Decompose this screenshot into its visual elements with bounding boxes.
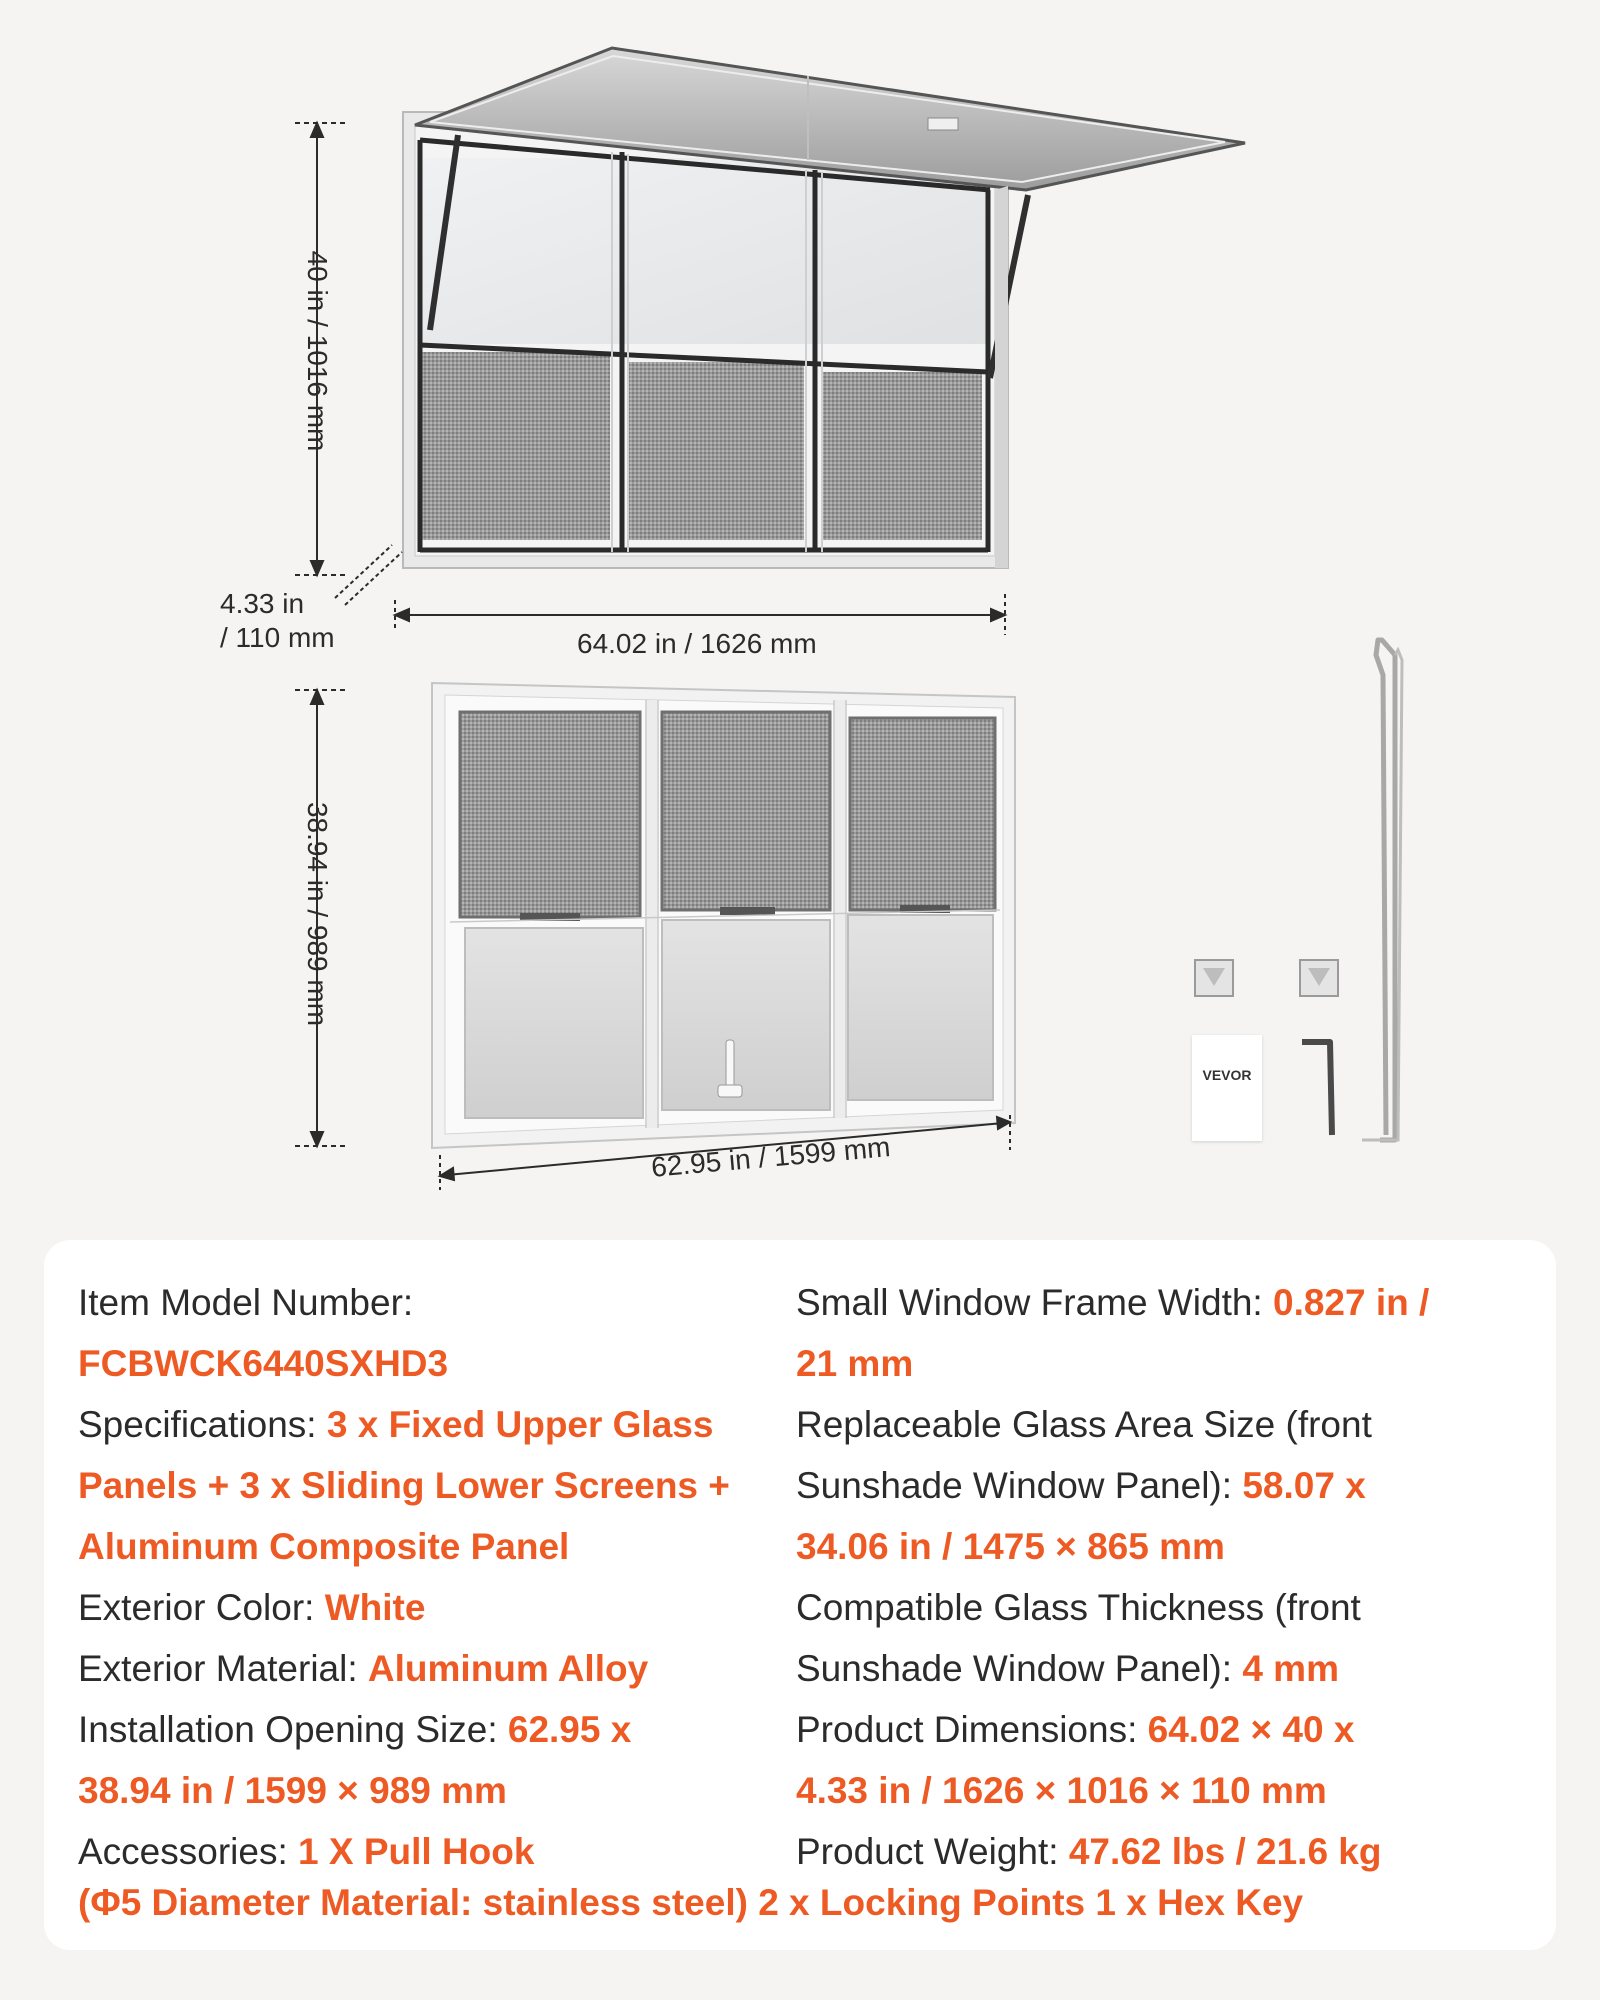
glass-thickness-label-2: Sunshade Window Panel): (796, 1648, 1233, 1689)
bottom-height-label: 38.94 in / 989 mm (302, 801, 333, 1027)
product-dims-value-1: 64.02 × 40 x (1147, 1709, 1355, 1750)
exterior-material-label: Exterior Material: (78, 1648, 358, 1689)
product-dims-row-2: 4.33 in / 1626 × 1016 × 110 mm (796, 1760, 1516, 1821)
top-height-label: 40 in / 1016 mm (302, 250, 333, 452)
top-depth-label-line1: 4.33 in (220, 588, 305, 619)
product-dims-value-2: 4.33 in / 1626 × 1016 × 110 mm (796, 1770, 1327, 1811)
specifications-value-3: Aluminum Composite Panel (78, 1526, 570, 1567)
exterior-color-row: Exterior Color: White (78, 1577, 778, 1638)
accessories-value-2: (Φ5 Diameter Material: stainless steel) … (78, 1882, 1304, 1923)
glass-thickness-label-1: Compatible Glass Thickness (front (796, 1587, 1361, 1628)
frame-width-value-1: 0.827 in / (1273, 1282, 1430, 1323)
accessories-label: Accessories: (78, 1831, 288, 1872)
exterior-material-value: Aluminum Alloy (367, 1648, 649, 1689)
specifications-row-2: Panels + 3 x Sliding Lower Screens + (78, 1455, 778, 1516)
frame-width-value-2: 21 mm (796, 1343, 914, 1384)
top-width-label: 64.02 in / 1626 mm (577, 628, 817, 659)
product-weight-label: Product Weight: (796, 1831, 1059, 1872)
bottom-dimension-lines (295, 687, 1013, 1190)
glass-area-row-2: Sunshade Window Panel): 58.07 x (796, 1455, 1516, 1516)
glass-area-label-2: Sunshade Window Panel): (796, 1465, 1233, 1506)
specifications-value-1: 3 x Fixed Upper Glass (326, 1404, 714, 1445)
front-window-drawing (431, 681, 1016, 1150)
product-weight-row: Product Weight: 47.62 lbs / 21.6 kg (796, 1821, 1516, 1882)
product-dims-row: Product Dimensions: 64.02 × 40 x (796, 1699, 1516, 1760)
item-model-value: FCBWCK6440SXHD3 (78, 1343, 449, 1384)
spec-column-left: Item Model Number: FCBWCK6440SXHD3 Speci… (78, 1272, 778, 1882)
exterior-material-row: Exterior Material: Aluminum Alloy (78, 1638, 778, 1699)
opening-size-row-2: 38.94 in / 1599 × 989 mm (78, 1760, 778, 1821)
product-illustration: 40 in / 1016 mm 4.33 in / 110 mm 64.02 i… (220, 46, 1404, 1190)
frame-width-row-2: 21 mm (796, 1333, 1516, 1394)
frame-width-row: Small Window Frame Width: 0.827 in / (796, 1272, 1516, 1333)
item-model-value-row: FCBWCK6440SXHD3 (78, 1333, 778, 1394)
glass-area-row: Replaceable Glass Area Size (front (796, 1394, 1516, 1455)
exterior-color-label: Exterior Color: (78, 1587, 315, 1628)
manual-card: VEVOR (1192, 1035, 1262, 1141)
item-model-row: Item Model Number: (78, 1272, 778, 1333)
accessories-drawing (1194, 637, 1404, 1143)
glass-thickness-row-2: Sunshade Window Panel): 4 mm (796, 1638, 1516, 1699)
opening-size-label: Installation Opening Size: (78, 1709, 498, 1750)
window-drawings (295, 46, 1404, 1190)
glass-area-label-1: Replaceable Glass Area Size (front (796, 1404, 1372, 1445)
glass-thickness-row: Compatible Glass Thickness (front (796, 1577, 1516, 1638)
top-dimension-lines (295, 120, 1008, 635)
item-model-label: Item Model Number: (78, 1282, 414, 1323)
specifications-label: Specifications: (78, 1404, 317, 1445)
glass-thickness-value: 4 mm (1242, 1648, 1339, 1689)
opening-size-value-1: 62.95 x (507, 1709, 632, 1750)
opening-size-value-2: 38.94 in / 1599 × 989 mm (78, 1770, 507, 1811)
exterior-color-value: White (324, 1587, 426, 1628)
glass-area-row-3: 34.06 in / 1475 × 865 mm (796, 1516, 1516, 1577)
frame-width-label: Small Window Frame Width: (796, 1282, 1263, 1323)
spec-card: Item Model Number: FCBWCK6440SXHD3 Speci… (44, 1240, 1556, 1950)
accessories-value-1: 1 X Pull Hook (298, 1831, 535, 1872)
glass-area-value-2: 34.06 in / 1475 × 865 mm (796, 1526, 1225, 1567)
glass-area-value-1: 58.07 x (1242, 1465, 1366, 1506)
opening-size-row: Installation Opening Size: 62.95 x (78, 1699, 778, 1760)
open-window-drawing (402, 46, 1246, 569)
spec-column-right: Small Window Frame Width: 0.827 in / 21 … (796, 1272, 1516, 1882)
specifications-row-3: Aluminum Composite Panel (78, 1516, 778, 1577)
top-depth-label-line2: / 110 mm (220, 622, 335, 653)
specifications-value-2: Panels + 3 x Sliding Lower Screens + (78, 1465, 730, 1506)
product-dims-label: Product Dimensions: (796, 1709, 1138, 1750)
accessories-row: Accessories: 1 X Pull Hook (78, 1821, 778, 1882)
specifications-row: Specifications: 3 x Fixed Upper Glass (78, 1394, 778, 1455)
product-weight-value: 47.62 lbs / 21.6 kg (1068, 1831, 1382, 1872)
vevor-logo: VEVOR (1202, 1067, 1252, 1083)
